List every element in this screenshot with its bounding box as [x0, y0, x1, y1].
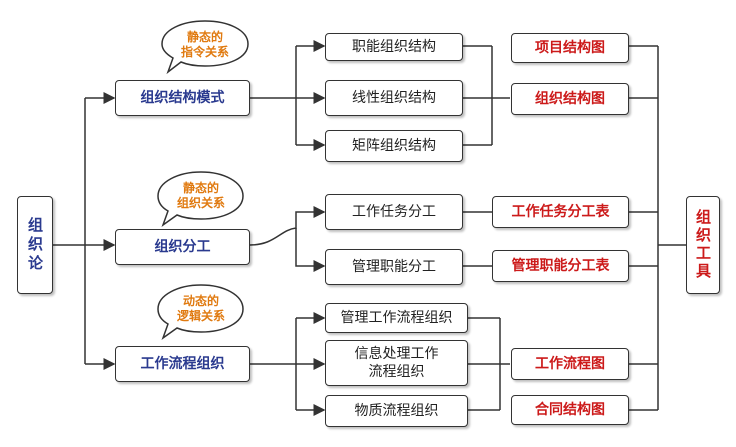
bubble-shape-2	[157, 171, 244, 228]
tools-title-label: 组织工具	[694, 209, 712, 281]
item-node-linear: 线性组织结构	[325, 80, 463, 116]
tool-label-project-structure: 项目结构图	[535, 40, 605, 56]
item-label-management-flow: 管理工作流程组织	[340, 310, 453, 326]
bubble-2-line-2: 组织关系	[176, 196, 225, 210]
category-label-division: 组织分工	[154, 239, 211, 255]
item-label-functional: 职能组织结构	[352, 39, 436, 55]
bubble-1-line-1: 静态的	[186, 30, 223, 44]
item-node-function-division: 管理职能分工	[325, 249, 463, 285]
category-node-workflow: 工作流程组织	[115, 346, 250, 382]
tool-node-function-table: 管理职能分工表	[492, 250, 629, 282]
tools-title-node: 组织工具	[686, 196, 720, 294]
item-node-matrix: 矩阵组织结构	[325, 130, 463, 162]
tool-node-workflow-chart: 工作流程图	[511, 348, 629, 380]
root-label: 组织论	[26, 216, 44, 274]
bubble-shape-1	[161, 20, 249, 75]
tool-node-project-structure: 项目结构图	[511, 33, 629, 63]
item-label-information-flow-line-1: 信息处理工作	[354, 346, 439, 362]
bubble-text-2: 静态的 组织关系	[166, 181, 236, 211]
item-node-management-flow: 管理工作流程组织	[325, 303, 468, 333]
item-label-function-division: 管理职能分工	[352, 259, 436, 275]
item-label-material-flow: 物质流程组织	[354, 403, 439, 419]
tool-label-organization-structure: 组织结构图	[535, 91, 605, 107]
tool-label-task-table: 工作任务分工表	[511, 204, 610, 220]
item-label-task-division: 工作任务分工	[352, 204, 436, 220]
category-node-division: 组织分工	[115, 229, 250, 265]
item-node-material-flow: 物质流程组织	[325, 395, 468, 427]
item-label-information-flow-line-2: 流程组织	[368, 364, 425, 380]
root-node: 组织论	[17, 196, 53, 294]
item-label-matrix: 矩阵组织结构	[352, 138, 436, 154]
bubble-1-line-2: 指令关系	[180, 45, 229, 59]
tool-label-workflow-chart: 工作流程图	[535, 356, 605, 372]
category-label-workflow: 工作流程组织	[140, 356, 225, 372]
category-node-structure: 组织结构模式	[115, 80, 250, 116]
bubble-shape-3	[157, 284, 244, 341]
bubble-3-line-1: 动态的	[182, 294, 219, 308]
speech-bubbles	[157, 20, 249, 341]
item-node-functional: 职能组织结构	[325, 33, 463, 61]
item-node-information-flow: 信息处理工作 流程组织	[325, 340, 468, 386]
bubble-2-line-1: 静态的	[182, 181, 219, 195]
bubble-3-line-2: 逻辑关系	[176, 309, 225, 323]
tool-label-contract-structure: 合同结构图	[535, 402, 605, 418]
tool-node-task-table: 工作任务分工表	[492, 196, 629, 228]
bubble-text-1: 静态的 指令关系	[170, 30, 240, 60]
category-label-structure: 组织结构模式	[140, 90, 225, 106]
bubble-text-3: 动态的 逻辑关系	[166, 294, 236, 324]
item-node-task-division: 工作任务分工	[325, 194, 463, 230]
tool-label-function-table: 管理职能分工表	[511, 258, 610, 274]
tool-node-contract-structure: 合同结构图	[511, 395, 629, 425]
item-label-linear: 线性组织结构	[352, 90, 436, 106]
tool-node-organization-structure: 组织结构图	[511, 83, 629, 115]
